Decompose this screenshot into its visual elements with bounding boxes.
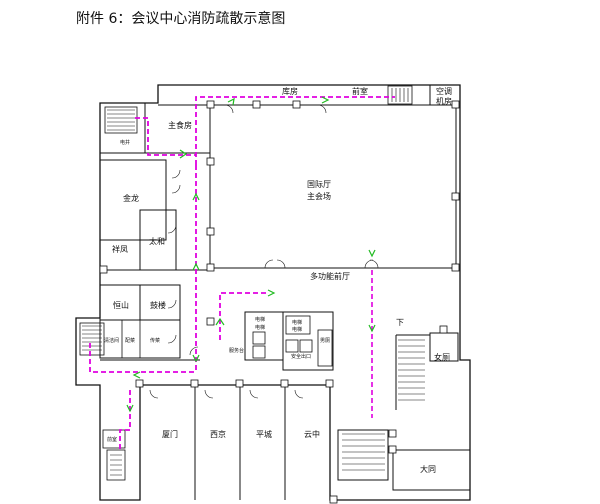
exit-arrow (368, 324, 376, 333)
exit-arrow (192, 354, 200, 363)
exit-arrow (179, 149, 188, 159)
label-kongtiao: 空调 (436, 86, 452, 96)
label-datong: 大同 (420, 464, 436, 474)
label-dianti-1: 电梯 (255, 316, 265, 323)
label-dianjing: 电井 (120, 139, 130, 146)
exit-arrow (132, 371, 141, 379)
exit-arrow (192, 262, 200, 271)
label-xiamen: 厦门 (162, 429, 178, 439)
exit-arrow (215, 317, 225, 326)
evac-route-bottom (89, 343, 196, 373)
label-nvce: 女厕 (434, 352, 450, 362)
label-jifang: 机房 (436, 96, 452, 106)
hall-wall (209, 104, 457, 269)
label-yunzhong: 云中 (304, 429, 320, 439)
exit-arrow (192, 192, 200, 201)
label-chuancai: 传菜 (150, 337, 160, 344)
label-xijing: 西京 (210, 429, 226, 439)
label-guojiting: 国际厅 (307, 180, 331, 189)
label-pingcheng: 平城 (256, 430, 272, 439)
exit-arrow (321, 96, 330, 104)
label-peicai: 配菜 (125, 337, 135, 344)
label-qingjie: 清洁间 (104, 337, 119, 344)
label-zhushifang: 主食房 (168, 120, 192, 130)
label-qianshi-small: 前室 (107, 436, 117, 443)
label-qianshi: 前室 (352, 86, 368, 96)
label-taihe: 太和 (149, 236, 165, 246)
label-anquan: 安全出口 (291, 353, 311, 360)
exit-arrow (368, 249, 376, 258)
page-title: 附件 6：会议中心消防疏散示意图 (76, 11, 286, 27)
label-hengshan: 恒山 (113, 300, 129, 310)
label-nance: 男厕 (320, 338, 330, 344)
exit-arrow (227, 97, 235, 106)
label-fuwutai: 服务台 (229, 347, 244, 354)
label-dianti-2: 电梯 (255, 324, 265, 331)
label-xia: 下 (396, 318, 404, 327)
label-dianti-4: 电梯 (292, 326, 302, 333)
label-zhuhuichang: 主会场 (307, 191, 331, 201)
evac-route-left-upper (135, 117, 196, 156)
label-xiangfeng: 祥凤 (112, 244, 128, 254)
exit-arrow (126, 404, 134, 413)
exit-arrow (267, 289, 276, 297)
label-jinlong: 金龙 (123, 193, 139, 203)
label-duogongneng: 多功能前厅 (310, 271, 350, 281)
label-gulou: 鼓楼 (150, 300, 166, 310)
label-dianti-3: 电梯 (292, 319, 302, 326)
evac-route-top (195, 96, 395, 165)
label-kufang: 库房 (282, 86, 298, 96)
